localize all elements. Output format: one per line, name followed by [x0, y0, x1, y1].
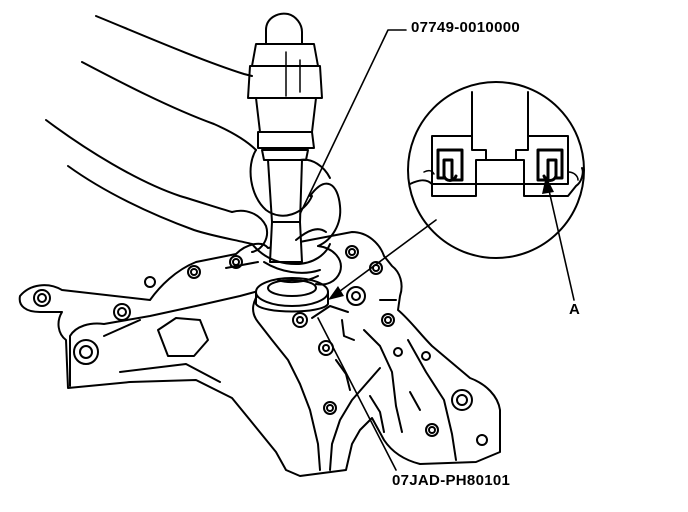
driver-tool [255, 221, 329, 313]
hammer [247, 12, 323, 223]
transmission-case [18, 231, 501, 477]
seal-right [536, 148, 564, 182]
detail-view [407, 81, 585, 259]
arrowheads [328, 176, 554, 300]
attachment-tool-leader [317, 317, 397, 471]
technician-hands [45, 15, 342, 286]
detail-pointer-arrowhead [328, 286, 344, 300]
driver-tool-label: 07749-0010000 [411, 19, 521, 36]
leader-lines [299, 29, 575, 471]
detail-a-label: A [569, 301, 580, 318]
detail-a-leader [547, 185, 575, 301]
driver-tool-leader [299, 29, 407, 215]
attachment-tool-label: 07JAD-PH80101 [392, 472, 511, 489]
case-bolt-holes [73, 245, 488, 446]
detail-a-arrowhead [542, 176, 554, 194]
detail-pointer-line [335, 219, 437, 295]
seal-left [436, 148, 464, 182]
